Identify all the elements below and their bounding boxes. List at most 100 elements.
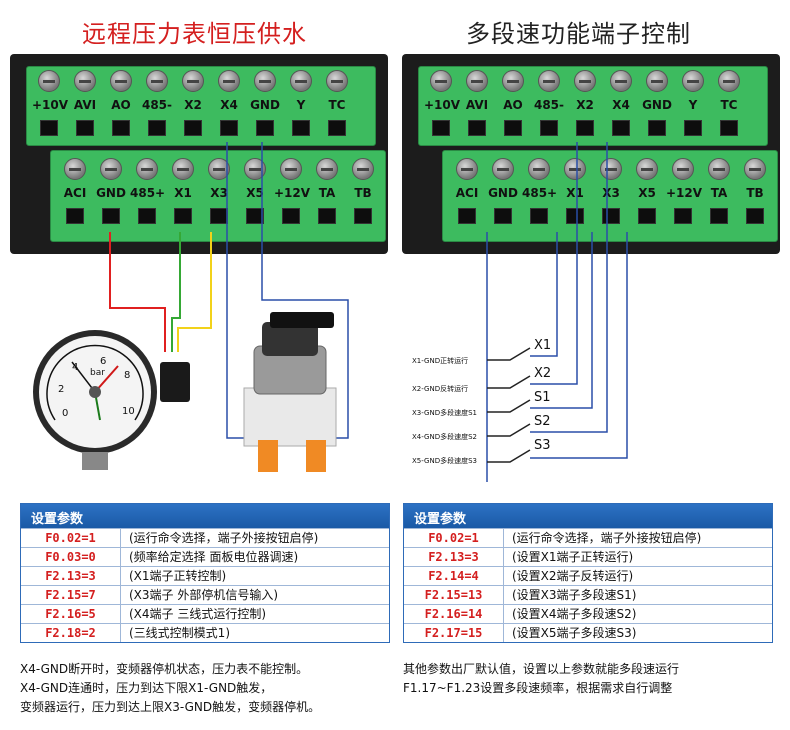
- terminal-screw: [110, 70, 132, 92]
- terminal-label: 485+: [130, 186, 166, 200]
- terminal-screw: [64, 158, 86, 180]
- switch-note: X5-GND多段速度S3: [412, 457, 477, 465]
- terminal-hole: [612, 120, 630, 136]
- param-code: F0.03=0: [21, 548, 121, 566]
- terminal-label: 485+: [522, 186, 558, 200]
- table-row: F2.17=15(设置X5端子多段速S3): [404, 623, 772, 642]
- terminal-label: X3: [210, 186, 228, 200]
- terminal-label: AO: [503, 98, 523, 112]
- switch-note: X2-GND反转运行: [412, 385, 469, 393]
- terminal-label: X4: [612, 98, 630, 112]
- terminal-label: TA: [710, 186, 728, 200]
- terminal-screw: [146, 70, 168, 92]
- terminal-hole: [432, 120, 450, 136]
- terminal-hole: [66, 208, 84, 224]
- table-row: F0.03=0(频率给定选择 面板电位器调速): [21, 547, 389, 566]
- gauge-tick-label: 8: [124, 370, 131, 381]
- terminal-screw: [254, 70, 276, 92]
- param-code: F2.13=3: [404, 548, 504, 566]
- terminal-hole: [354, 208, 372, 224]
- param-desc: (运行命令选择，端子外接按钮启停): [129, 531, 319, 545]
- right-title: 多段速功能端子控制: [466, 20, 691, 48]
- terminal-label: X1: [174, 186, 192, 200]
- terminal-screw: [100, 158, 122, 180]
- terminal-label: GND: [642, 98, 672, 112]
- terminal-hole: [674, 208, 692, 224]
- terminal-screw: [290, 70, 312, 92]
- table-header: 设置参数: [404, 504, 772, 528]
- terminal-screw: [280, 158, 302, 180]
- terminal-hole: [494, 208, 512, 224]
- terminal-hole: [148, 120, 166, 136]
- terminal-label: X2: [576, 98, 594, 112]
- terminal-label: TB: [354, 186, 372, 200]
- terminal-hole: [138, 208, 156, 224]
- terminal-screw: [172, 158, 194, 180]
- switch-note: X1-GND正转运行: [412, 357, 469, 365]
- param-desc: (X1端子正转控制): [129, 569, 227, 583]
- terminal-screw: [502, 70, 524, 92]
- terminal-screw: [244, 158, 266, 180]
- terminal-hole: [318, 208, 336, 224]
- gauge-tick-label: 0: [62, 408, 69, 419]
- note-line: 变频器运行，压力到达上限X3-GND触发，变频器停机。: [20, 700, 321, 714]
- terminal-screw: [316, 158, 338, 180]
- switch-note: X4-GND多段速度S2: [412, 433, 477, 441]
- terminal-hole: [112, 120, 130, 136]
- terminal-hole: [710, 208, 728, 224]
- pressure-gauge: [33, 330, 190, 470]
- terminal-label: +10V: [32, 98, 69, 112]
- terminal-screw: [492, 158, 514, 180]
- table-row: F2.13=3(设置X1端子正转运行): [404, 547, 772, 566]
- gauge-tick-label: 2: [58, 384, 65, 395]
- terminal-hole: [184, 120, 202, 136]
- terminal-screw: [466, 70, 488, 92]
- terminal-hole: [746, 208, 764, 224]
- terminal-hole: [40, 120, 58, 136]
- terminal-screw: [682, 70, 704, 92]
- param-desc: (运行命令选择，端子外接按钮启停): [512, 531, 702, 545]
- terminal-hole: [220, 120, 238, 136]
- terminal-label: TA: [318, 186, 336, 200]
- terminal-label: X5: [246, 186, 264, 200]
- terminal-screw: [574, 70, 596, 92]
- terminal-screw: [708, 158, 730, 180]
- param-code: F0.02=1: [21, 529, 121, 547]
- terminal-label: TB: [746, 186, 764, 200]
- terminal-screw: [538, 70, 560, 92]
- terminal-hole: [76, 120, 94, 136]
- terminal-hole: [210, 208, 228, 224]
- terminal-label: Y: [296, 98, 306, 112]
- terminal-label: AO: [111, 98, 131, 112]
- table-row: F0.02=1 (运行命令选择，端子外接按钮启停): [21, 528, 389, 547]
- param-code: F2.14=4: [404, 567, 504, 585]
- terminal-hole: [602, 208, 620, 224]
- terminal-screw: [136, 158, 158, 180]
- terminal-hole: [684, 120, 702, 136]
- terminal-hole: [576, 120, 594, 136]
- left-settings-table: 设置参数 F0.02=1(运行命令选择，端子外接按钮启停)F0.03=0(频率给…: [20, 503, 390, 643]
- terminal-screw: [456, 158, 478, 180]
- terminal-label: TC: [720, 98, 738, 112]
- terminal-hole: [468, 120, 486, 136]
- param-desc: (设置X4端子多段速S2): [512, 607, 637, 621]
- note-line: X4-GND断开时，变频器停机状态，压力表不能控制。: [20, 662, 309, 676]
- terminal-label: X2: [184, 98, 202, 112]
- param-code: F2.17=15: [404, 624, 504, 642]
- param-desc: (三线式控制模式1): [129, 626, 230, 640]
- terminal-label: X1: [566, 186, 584, 200]
- gauge-unit: bar: [90, 368, 105, 378]
- table-row: F2.16=14(设置X4端子多段速S2): [404, 604, 772, 623]
- gauge-tick-label: 4: [72, 362, 79, 373]
- param-code: F2.18=2: [21, 624, 121, 642]
- terminal-screw: [718, 70, 740, 92]
- table-row: F0.02=1(运行命令选择，端子外接按钮启停): [404, 528, 772, 547]
- gauge-tick-label: 10: [122, 406, 135, 417]
- terminal-label: ACI: [455, 186, 479, 200]
- terminal-label: ACI: [63, 186, 87, 200]
- note-line: F1.17~F1.23设置多段速频率，根据需求自行调整: [403, 681, 673, 695]
- terminal-screw: [600, 158, 622, 180]
- switch-label: S2: [534, 414, 551, 429]
